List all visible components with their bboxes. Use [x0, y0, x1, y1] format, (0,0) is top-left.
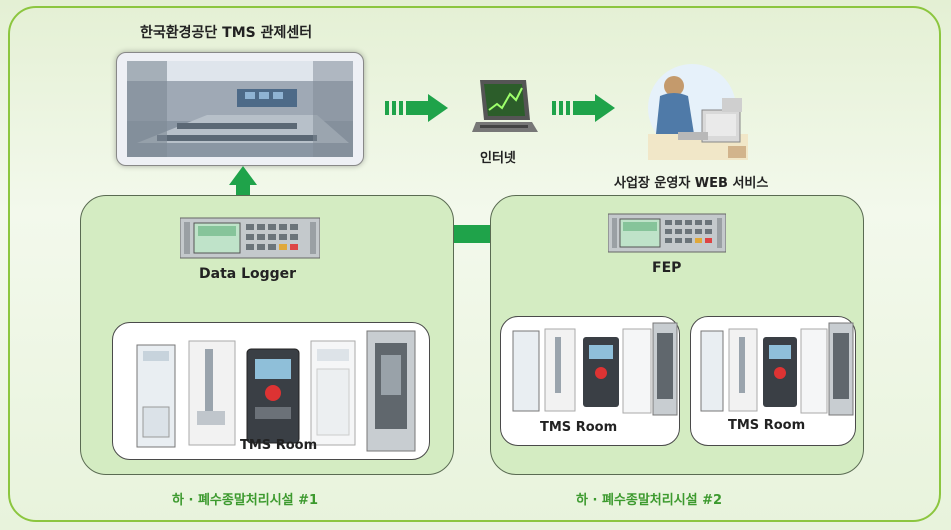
arrow-center-to-internet	[385, 94, 448, 122]
internet-computer-icon	[470, 74, 540, 136]
fep-device	[607, 212, 727, 254]
tms-room-1	[112, 322, 430, 460]
facility-2-label: 하 · 폐수종말처리시설 #2	[576, 493, 723, 508]
tms-room-1-label: TMS Room	[240, 438, 318, 453]
tms-room-2a	[500, 316, 680, 446]
control-room-icon	[127, 61, 353, 157]
control-center-title: 한국환경공단 TMS 관제센터	[140, 25, 313, 41]
data-logger-label: Data Logger	[199, 266, 297, 282]
web-operator-icon	[638, 62, 750, 162]
fep-label: FEP	[652, 260, 682, 276]
internet-label: 인터넷	[480, 151, 516, 166]
tms-room-2b-label: TMS Room	[728, 418, 806, 433]
tms-equipment-icon	[136, 330, 416, 452]
facility-1-label: 하 · 폐수종말처리시설 #1	[172, 493, 319, 508]
tms-equipment-icon	[512, 322, 678, 416]
tms-room-2b	[690, 316, 856, 446]
tms-equipment-icon	[700, 322, 854, 416]
tms-room-2a-label: TMS Room	[540, 420, 618, 435]
outer-frame	[8, 6, 941, 522]
control-center-image	[116, 52, 364, 166]
data-logger-device	[179, 216, 321, 260]
arrow-internet-to-web	[552, 94, 615, 122]
web-service-label: 사업장 운영자 WEB 서비스	[614, 176, 769, 191]
